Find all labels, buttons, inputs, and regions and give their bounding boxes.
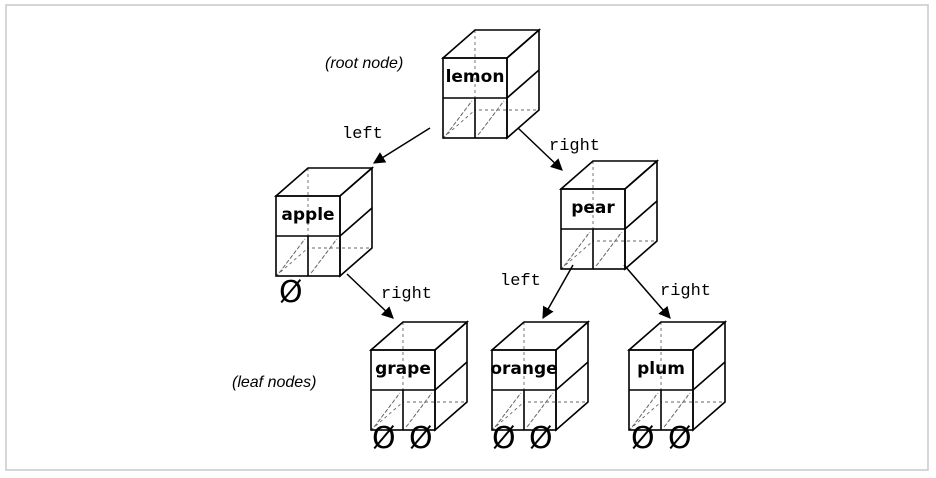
- node-pear: pear: [558, 159, 660, 271]
- cube-back-diagonal-apple: [275, 247, 309, 277]
- cube-pointer-hatch-plum: [631, 392, 691, 428]
- node-label-orange: orange: [490, 359, 557, 379]
- cube-top-face-lemon: [440, 29, 542, 59]
- cube-top-face-orange: [489, 321, 591, 351]
- cube-back-diagonal-plum: [628, 401, 662, 431]
- null-pointer-orange-left: Ø: [492, 421, 516, 456]
- cube-back-diagonal-grape: [370, 401, 404, 431]
- node-label-grape: grape: [375, 359, 431, 379]
- cube-pointer-hatch-pear: [563, 231, 623, 267]
- cube-right-divider-orange: [555, 361, 589, 391]
- cube-pointer-hatch-grape: [373, 392, 433, 428]
- cube-top-face-pear: [558, 160, 660, 190]
- cube-pointer-hatch-apple: [278, 238, 338, 274]
- edge-label-lemon-pear: right: [549, 137, 600, 156]
- cube-right-divider-plum: [692, 361, 726, 391]
- null-pointer-plum-right: Ø: [668, 421, 692, 456]
- edge-label-apple-grape: right: [381, 285, 432, 304]
- cube-top-face-grape: [368, 321, 470, 351]
- node-label-lemon: lemon: [446, 67, 505, 87]
- edge-lemon-apple: [372, 127, 431, 164]
- node-label-plum: plum: [637, 359, 685, 379]
- node-apple: apple: [273, 166, 375, 278]
- cube-back-diagonal-lemon: [442, 109, 476, 139]
- null-pointers: Ø Ø Ø Ø Ø Ø Ø: [279, 275, 692, 456]
- node-label-pear: pear: [571, 198, 615, 218]
- edge-label-lemon-apple: left: [342, 125, 383, 144]
- node-plum: plum: [626, 320, 728, 432]
- edge-pear-orange: [542, 264, 574, 320]
- node-orange: orange: [489, 320, 591, 432]
- cube-top-face-apple: [273, 167, 375, 197]
- cube-top-face-plum: [626, 321, 728, 351]
- leaf-nodes-annotation: (leaf nodes): [232, 374, 317, 391]
- edge-apple-grape: [346, 273, 394, 319]
- null-pointer-grape-right: Ø: [409, 421, 433, 456]
- cube-right-divider-pear: [624, 200, 658, 230]
- cube-back-diagonal-pear: [560, 240, 594, 270]
- cube-right-divider-grape: [434, 361, 468, 391]
- node-lemon: lemon: [440, 28, 542, 140]
- null-pointer-grape-left: Ø: [372, 421, 396, 456]
- edges-layer: left right right left right: [342, 125, 711, 320]
- node-label-apple: apple: [281, 205, 334, 225]
- cube-right-divider-apple: [339, 207, 373, 237]
- cube-right-divider-lemon: [506, 69, 540, 99]
- cube-pointer-hatch-lemon: [445, 100, 505, 136]
- null-pointer-plum-left: Ø: [631, 421, 655, 456]
- cube-pointer-hatch-orange: [494, 392, 554, 428]
- outer-border: [5, 4, 929, 471]
- node-grape: grape: [368, 320, 470, 432]
- null-pointer-orange-right: Ø: [529, 421, 553, 456]
- cube-back-diagonal-orange: [491, 401, 525, 431]
- null-pointer-apple-left: Ø: [279, 275, 303, 310]
- edge-lemon-pear: [517, 127, 563, 171]
- edge-label-pear-plum: right: [660, 282, 711, 301]
- edge-label-pear-orange: left: [500, 272, 541, 291]
- root-node-annotation: (root node): [325, 55, 403, 72]
- edge-pear-plum: [623, 264, 671, 319]
